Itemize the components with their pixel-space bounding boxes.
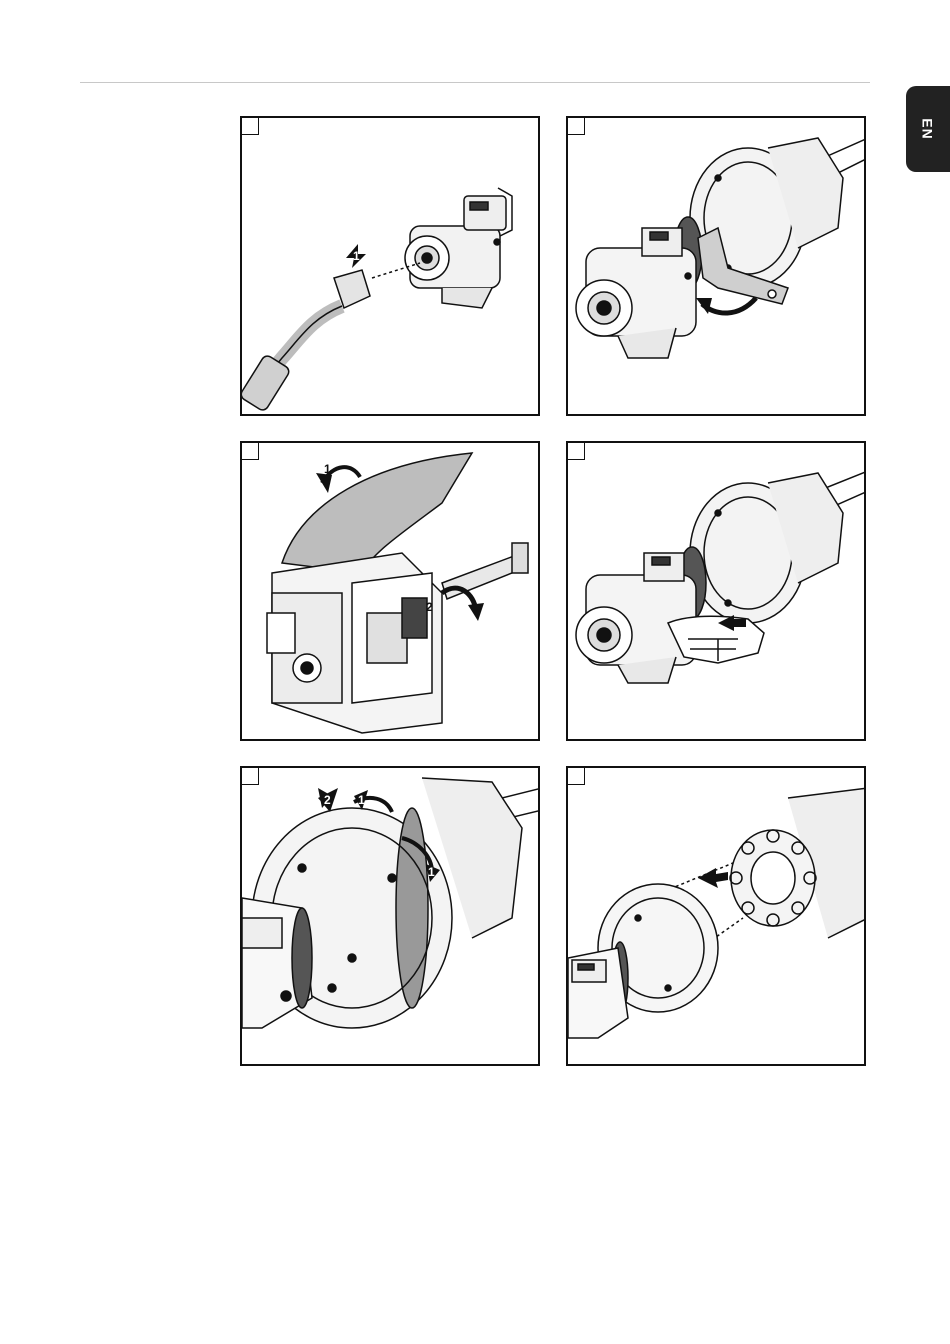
illustration-wrench-loosening bbox=[568, 118, 866, 416]
svg-text:2: 2 bbox=[426, 600, 433, 614]
step-panel-4 bbox=[566, 441, 866, 741]
callout-number-2: 2 bbox=[426, 600, 433, 614]
step-panel-6 bbox=[566, 766, 866, 1066]
step-checkbox-2 bbox=[567, 117, 585, 135]
step-checkbox-6 bbox=[567, 767, 585, 785]
step-panel-3: 1 2 bbox=[240, 441, 540, 741]
callout-number-1: 1 bbox=[324, 462, 331, 476]
illustration-hand-push bbox=[568, 443, 866, 741]
step-checkbox-5 bbox=[241, 767, 259, 785]
language-tab-label: EN bbox=[920, 118, 936, 139]
svg-text:1: 1 bbox=[324, 462, 331, 476]
svg-text:2: 2 bbox=[324, 793, 331, 807]
callout-arrow-1: 1 bbox=[346, 244, 366, 268]
illustration-open-cover: 1 2 bbox=[242, 443, 540, 741]
svg-text:1: 1 bbox=[428, 865, 435, 879]
language-tab[interactable]: EN bbox=[906, 86, 950, 172]
step-panel-5: 1 1 2 bbox=[240, 766, 540, 1066]
illustration-separate-parts bbox=[568, 768, 866, 1066]
step-checkbox-1 bbox=[241, 117, 259, 135]
step-panel-2 bbox=[566, 116, 866, 416]
step-panel-1: 1 bbox=[240, 116, 540, 416]
svg-text:1: 1 bbox=[358, 793, 365, 807]
callout-number: 1 bbox=[353, 249, 360, 263]
illustration-rotate-rings: 1 1 2 bbox=[242, 768, 540, 1066]
illustration-torch-neck-removal: 1 bbox=[242, 118, 540, 416]
step-checkbox-3 bbox=[241, 442, 259, 460]
step-checkbox-4 bbox=[567, 442, 585, 460]
header-rule bbox=[80, 82, 870, 83]
